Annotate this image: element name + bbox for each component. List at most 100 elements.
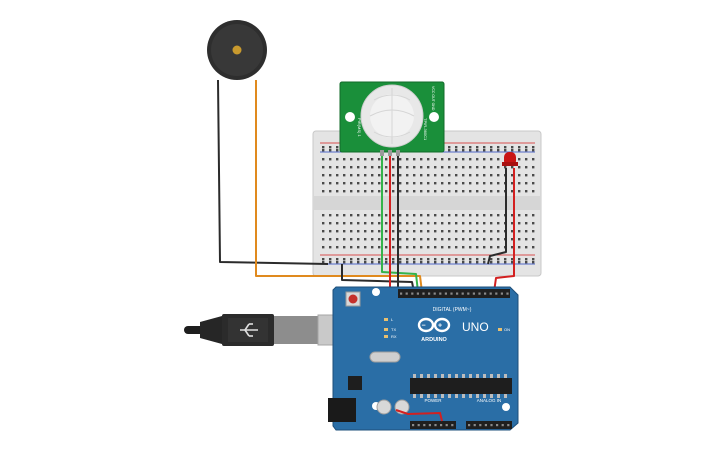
breadboard-hole <box>532 238 535 241</box>
breadboard-hole <box>322 230 325 233</box>
breadboard-hole <box>357 230 360 233</box>
breadboard-hole <box>322 261 325 264</box>
breadboard-hole <box>371 158 374 161</box>
breadboard-hole <box>385 261 388 264</box>
arduino-logo: − + <box>417 317 451 333</box>
chip-pin <box>448 374 451 378</box>
breadboard-hole <box>525 149 528 152</box>
breadboard-hole <box>462 182 465 185</box>
breadboard-hole <box>322 246 325 249</box>
breadboard-hole <box>469 246 472 249</box>
header-pin <box>416 292 419 295</box>
breadboard-hole <box>364 174 367 177</box>
breadboard-hole <box>378 246 381 249</box>
breadboard-hole <box>385 230 388 233</box>
breadboard-hole <box>364 214 367 217</box>
breadboard-hole <box>413 174 416 177</box>
breadboard-hole <box>455 261 458 264</box>
breadboard-hole <box>448 261 451 264</box>
header-pin <box>439 292 442 295</box>
breadboard-hole <box>420 261 423 264</box>
breadboard-hole <box>441 258 444 261</box>
breadboard-hole <box>455 166 458 169</box>
breadboard-hole <box>406 190 409 193</box>
breadboard-hole <box>525 174 528 177</box>
breadboard-hole <box>441 230 444 233</box>
breadboard-hole <box>462 174 465 177</box>
breadboard-hole <box>329 222 332 225</box>
breadboard-hole <box>413 158 416 161</box>
wire-led-signal <box>493 168 515 293</box>
breadboard-hole <box>385 190 388 193</box>
breadboard-hole <box>364 222 367 225</box>
breadboard-hole <box>336 261 339 264</box>
chip-pin <box>469 374 472 378</box>
breadboard-hole <box>378 214 381 217</box>
breadboard-hole <box>483 258 486 261</box>
breadboard-hole <box>525 258 528 261</box>
breadboard-hole <box>378 230 381 233</box>
breadboard-hole <box>441 182 444 185</box>
breadboard-hole <box>329 149 332 152</box>
breadboard-hole <box>518 146 521 149</box>
breadboard-hole <box>343 158 346 161</box>
breadboard-hole <box>497 214 500 217</box>
header-pin <box>467 292 470 295</box>
breadboard-hole <box>490 158 493 161</box>
breadboard-hole <box>511 258 514 261</box>
breadboard-hole <box>343 261 346 264</box>
breadboard-hole <box>490 222 493 225</box>
breadboard-hole <box>399 261 402 264</box>
breadboard-hole <box>329 146 332 149</box>
led-l-label: L <box>391 317 394 322</box>
header-pin <box>500 292 503 295</box>
header-pin <box>428 424 431 427</box>
breadboard-hole <box>364 238 367 241</box>
breadboard-hole <box>392 190 395 193</box>
header-pin <box>495 292 498 295</box>
breadboard-hole <box>462 214 465 217</box>
breadboard-hole <box>364 230 367 233</box>
breadboard-hole <box>511 182 514 185</box>
breadboard-hole <box>511 174 514 177</box>
breadboard-hole <box>406 214 409 217</box>
breadboard-hole <box>462 238 465 241</box>
breadboard-hole <box>455 182 458 185</box>
breadboard-hole <box>392 238 395 241</box>
breadboard-hole <box>343 182 346 185</box>
breadboard-hole <box>420 222 423 225</box>
chip-pin <box>420 394 423 398</box>
breadboard-hole <box>336 174 339 177</box>
breadboard-hole <box>329 238 332 241</box>
breadboard-hole <box>490 230 493 233</box>
breadboard-hole <box>336 146 339 149</box>
header-pin <box>468 424 471 427</box>
breadboard-hole <box>434 182 437 185</box>
breadboard-hole <box>455 258 458 261</box>
breadboard-hole <box>427 261 430 264</box>
breadboard-hole <box>399 182 402 185</box>
breadboard-hole <box>371 214 374 217</box>
breadboard-hole <box>343 190 346 193</box>
breadboard-hole <box>357 166 360 169</box>
breadboard-hole <box>413 166 416 169</box>
breadboard-hole <box>525 238 528 241</box>
breadboard-hole <box>413 246 416 249</box>
header-pin <box>423 424 426 427</box>
breadboard-hole <box>385 258 388 261</box>
breadboard-hole <box>483 261 486 264</box>
breadboard-hole <box>392 261 395 264</box>
breadboard-hole <box>434 230 437 233</box>
breadboard-hole <box>532 230 535 233</box>
breadboard-hole <box>504 149 507 152</box>
breadboard-hole <box>385 174 388 177</box>
breadboard-hole <box>371 190 374 193</box>
header-pin <box>417 424 420 427</box>
breadboard-hole <box>343 214 346 217</box>
breadboard-hole <box>322 190 325 193</box>
breadboard-hole <box>476 261 479 264</box>
breadboard-hole <box>532 261 535 264</box>
breadboard-hole <box>469 222 472 225</box>
led-on-label: ON <box>504 327 510 332</box>
breadboard-hole <box>455 230 458 233</box>
